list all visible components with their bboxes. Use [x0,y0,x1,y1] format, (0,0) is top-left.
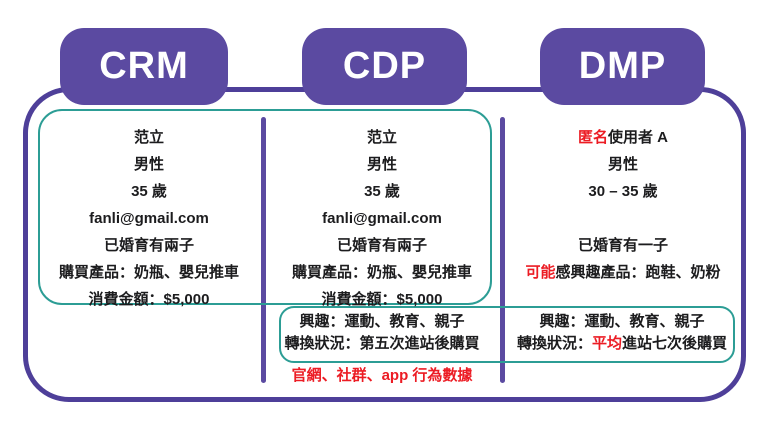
crm-profile-column: 范立 男性 35 歲 fanli@gmail.com 已婚育有兩子 購買產品：奶… [42,124,256,313]
dmp-header-box: DMP [540,28,705,105]
dmp-marital-status: 已婚育有一子 [577,237,668,254]
dmp-possible-red-text: 可能 [525,264,556,281]
crm-spend-amount: 消費金額：$5,000 [88,291,210,308]
dmp-interest-products: 可能感興趣產品：跑鞋、奶粉 [506,259,740,286]
dmp-anonymous-user: 匿名使用者 A [506,124,740,151]
crm-age: 35 歲 [131,183,167,200]
cdp-age: 35 歲 [364,183,400,200]
cdp-spend-amount: 消費金額：$5,000 [321,291,443,308]
crm-purchased-products: 購買產品：奶瓶、嬰兒推車 [58,264,239,281]
crm-header-label: CRM [99,45,189,87]
cdp-interests: 興趣：運動、教育、親子 [299,313,465,330]
cdp-header-label: CDP [342,45,427,87]
crm-marital-status: 已婚育有兩子 [103,237,194,254]
identified-profile-highlight-box [38,109,492,305]
cdp-purchased-products: 購買產品：奶瓶、嬰兒推車 [291,264,472,281]
cdp-name: 范立 [366,129,397,146]
dmp-conversion-rest: 進站七次後購買 [622,335,728,352]
dmp-interests: 興趣：運動、教育、親子 [539,313,705,330]
cdp-data-source-note: 官網、社群、app 行為數據 [291,367,473,384]
crm-cdp-divider [261,117,266,383]
dmp-conversion-prefix: 轉換狀況： [516,335,592,352]
dmp-blank-line [506,205,740,232]
cdp-conversion-status: 轉換狀況：第五次進站後購買 [284,335,480,352]
crm-email: fanli@gmail.com [89,210,209,227]
behavior-data-highlight-box [279,306,735,363]
cdp-email: fanli@gmail.com [322,210,442,227]
dmp-products-rest-text: 感興趣產品：跑鞋、奶粉 [555,264,721,281]
dmp-behavior-section: 興趣：運動、教育、親子 轉換狀況：平均進站七次後購買 [504,311,740,355]
cdp-profile-column: 范立 男性 35 歲 fanli@gmail.com 已婚育有兩子 購買產品：奶… [270,124,494,313]
dmp-anonymous-rest-text: 使用者 A [608,129,669,146]
dmp-header-label: DMP [578,45,667,87]
cdp-dmp-divider [500,117,505,383]
crm-gender: 男性 [133,156,164,173]
cdp-gender: 男性 [366,156,397,173]
cdp-behavior-section: 興趣：運動、教育、親子 轉換狀況：第五次進站後購買 [268,311,496,355]
dmp-conversion-status: 轉換狀況：平均進站七次後購買 [504,333,740,355]
dmp-anonymous-red-text: 匿名 [577,129,608,146]
cdp-header-box: CDP [302,28,467,105]
crm-name: 范立 [133,129,164,146]
crm-header-box: CRM [60,28,228,105]
dmp-gender: 男性 [607,156,638,173]
dmp-profile-column: 匿名使用者 A 男性 30 – 35 歲 已婚育有一子 可能感興趣產品：跑鞋、奶… [506,124,740,286]
dmp-age-range: 30 – 35 歲 [588,183,658,200]
dmp-conversion-average-red-text: 平均 [591,335,622,352]
cdp-marital-status: 已婚育有兩子 [336,237,427,254]
